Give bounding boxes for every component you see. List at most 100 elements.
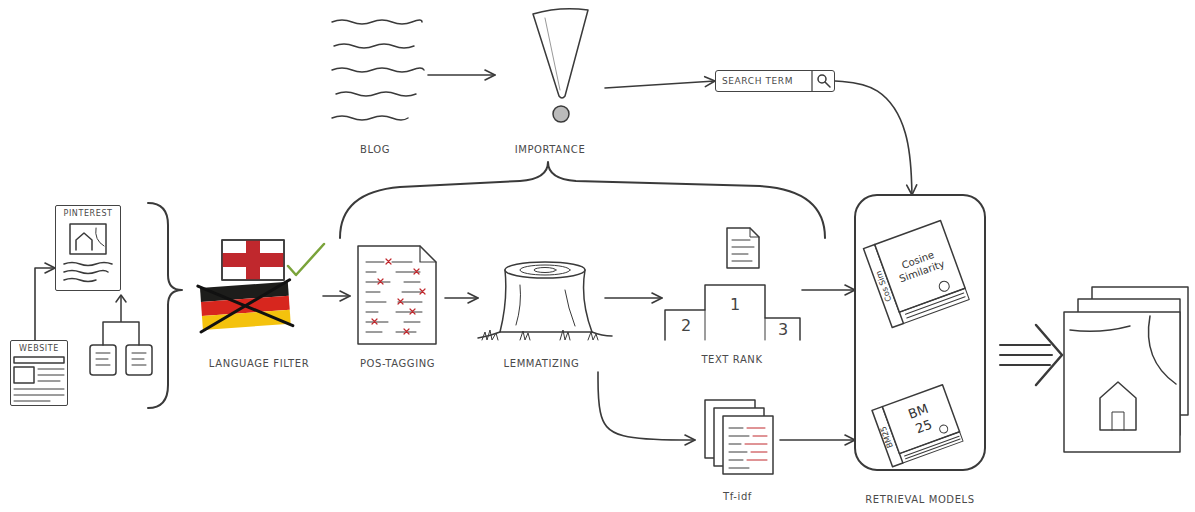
retrieval-frame: [855, 195, 985, 470]
tagged-document: [420, 246, 436, 262]
result-pages: [1100, 382, 1136, 430]
process-step: POS-TAGGING: [350, 240, 445, 372]
step-label: BLOG: [360, 144, 390, 156]
book-title: BM 25: [902, 399, 941, 439]
source-box: WEBSITE: [10, 340, 68, 406]
website-layout: [14, 357, 64, 363]
exclamation-mark: [545, 18, 560, 90]
source-documents: [90, 295, 152, 375]
pinterest-picture: [70, 224, 106, 254]
flow-arrow: [780, 439, 855, 441]
source-documents: [90, 345, 116, 375]
tree-stump: [520, 265, 570, 275]
website-layout: [14, 357, 64, 401]
source-documents: [103, 296, 139, 345]
tree-stump: [500, 270, 592, 332]
step-label: RETRIEVAL MODELS: [865, 494, 974, 506]
podium: [665, 285, 800, 340]
filter-step: LANGUAGE FILTER: [195, 235, 323, 372]
ranked-document: [750, 228, 759, 237]
importance-node: IMPORTANCE: [495, 5, 605, 158]
ranked-document: [727, 228, 759, 268]
exclamation-mark: [533, 9, 588, 122]
step-label: IMPORTANCE: [515, 144, 586, 156]
flow-arrow: [605, 297, 662, 299]
flow-arrow: [835, 81, 912, 195]
sources-brace: [148, 203, 182, 408]
flow-arrow: [445, 297, 478, 299]
exclamation-mark: [553, 106, 569, 122]
result-pages: [1148, 316, 1176, 384]
ranked-document: [727, 228, 759, 268]
importance-brace: [340, 162, 825, 238]
result-pages: [1064, 287, 1188, 452]
flow-arrow: [605, 81, 715, 88]
website-layout: [14, 369, 64, 401]
blog-lines: [332, 68, 424, 72]
result-pages: [1070, 326, 1130, 331]
flow-arrow: [802, 289, 855, 291]
cosine-book: [938, 280, 951, 293]
tree-stump: [482, 330, 598, 340]
book-spine: BM25: [879, 425, 896, 449]
sources-brace: [148, 203, 182, 408]
flow-arrow: [323, 295, 350, 297]
bm25-book: [872, 385, 963, 467]
blog-lines: [332, 116, 408, 120]
exclamation-mark: [533, 9, 588, 98]
step-label: SEARCH TERM: [722, 76, 793, 87]
tf-idf-documents: [729, 428, 749, 468]
result-pages: [1064, 312, 1180, 452]
cosine-book: [863, 221, 969, 328]
tree-stump: [516, 285, 575, 326]
tree-stump: [505, 262, 585, 278]
step-label: LEMMATIZING: [504, 358, 580, 370]
retrieval-frame: [855, 195, 985, 470]
step-label: POS-TAGGING: [360, 358, 435, 370]
result-arrow: [1000, 325, 1062, 385]
magnifier-icon: [812, 71, 830, 91]
tree-stump: [478, 262, 612, 340]
tf-idf-documents: [745, 428, 767, 460]
flow-arrow: [598, 372, 695, 440]
source-documents: [116, 295, 126, 302]
bm25-book: [939, 424, 949, 434]
model-book: Cosine SimilarityCos Sim: [862, 210, 980, 335]
podium: [705, 310, 765, 340]
check-mark: [288, 244, 324, 275]
step-label: PINTEREST: [63, 209, 112, 219]
tagged-document: [358, 246, 436, 344]
blog-lines: [332, 20, 422, 24]
rank-number: 1: [730, 297, 740, 313]
german-flag-crossed: [198, 280, 293, 332]
rank-number: 3: [778, 322, 788, 338]
pinterest-picture: [64, 279, 96, 282]
book-spine: Cos Sim: [874, 269, 894, 303]
blog-lines: [332, 20, 424, 120]
flow-arrow: [35, 268, 55, 340]
tf-idf-documents: [705, 400, 773, 474]
blog-lines: [334, 44, 414, 48]
process-step: Tf-idf: [695, 395, 780, 505]
source-documents: [96, 353, 146, 365]
search-box: SEARCH TERM: [715, 70, 835, 92]
blog-node: BLOG: [322, 8, 428, 158]
english-flag: [222, 253, 284, 267]
website-layout: [14, 367, 34, 383]
pinterest-picture: [64, 271, 108, 274]
cosine-book: [899, 288, 969, 323]
english-flag: [222, 240, 284, 280]
magnifier-icon: [825, 82, 830, 87]
pinterest-picture: [76, 233, 92, 250]
process-step: TEXT RANK: [662, 222, 802, 368]
pinterest-picture: [96, 228, 104, 246]
cosine-book: [875, 221, 965, 313]
english-flag: [222, 240, 284, 280]
result-pages: [1112, 412, 1124, 430]
flow-arrow: [428, 74, 495, 76]
english-flag: [222, 240, 284, 280]
german-flag-crossed: [198, 280, 293, 332]
